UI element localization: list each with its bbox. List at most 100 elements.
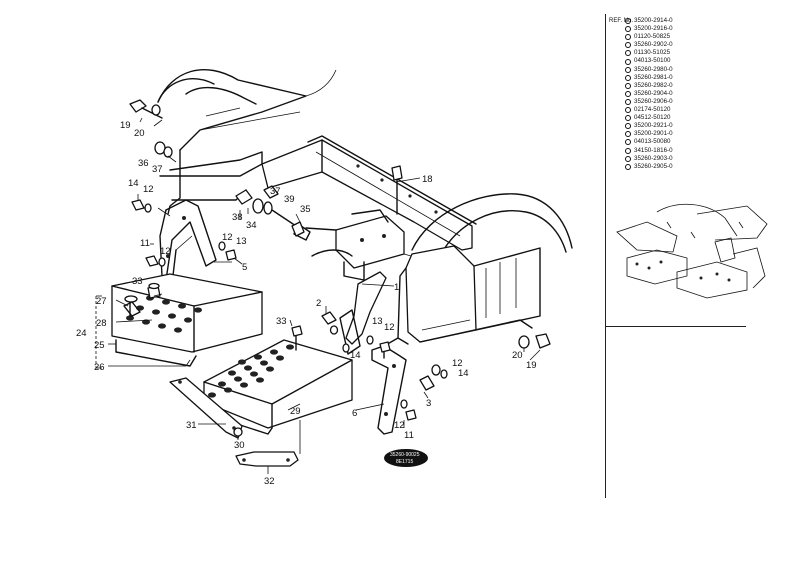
ref-part-item: 02174-50120 — [625, 106, 673, 114]
callout-36: 36 — [138, 158, 149, 169]
callout-33: 33 — [132, 276, 143, 287]
ref-part-number: 35260-2902-0 — [634, 41, 673, 49]
ref-part-item: 04512-50120 — [625, 114, 673, 122]
step-plate-hole — [168, 313, 176, 319]
ref-part-item: 35260-2981-0 — [625, 74, 673, 82]
callout-32: 32 — [264, 476, 275, 487]
ref-part-number: 35200-2916-0 — [634, 25, 673, 33]
ref-part-item: 35200-2916-0 — [625, 25, 673, 33]
ref-part-number: 01130-51025 — [634, 49, 671, 57]
step-plate-hole — [126, 315, 134, 321]
ref-part-number: 04013-50080 — [634, 138, 671, 146]
circle-marker-icon — [625, 115, 631, 122]
callout-20: 20 — [512, 350, 523, 361]
circle-marker-icon — [625, 74, 631, 81]
circle-marker-icon — [625, 131, 631, 138]
circle-marker-icon — [625, 147, 631, 154]
step-plate-hole — [266, 366, 274, 372]
circle-marker-icon — [625, 155, 631, 162]
callout-18: 18 — [422, 174, 433, 185]
callout-12: 12 — [452, 358, 463, 369]
step-plate-hole — [218, 381, 226, 387]
step-plate-hole — [254, 354, 262, 360]
callout-31: 31 — [186, 420, 197, 431]
leader-lines — [95, 117, 541, 474]
step-plate-hole — [224, 387, 232, 393]
callout-37: 37 — [152, 164, 163, 175]
step-plate-hole — [260, 360, 268, 366]
right-fender — [383, 193, 573, 359]
ref-part-item: 35260-2905-0 — [625, 163, 673, 171]
ref-part-item: 35260-2904-0 — [625, 90, 673, 98]
ref-part-item: 01120-50825 — [625, 33, 673, 41]
ref-part-item: 35260-2980-0 — [625, 66, 673, 74]
step-plate-hole — [152, 309, 160, 315]
ref-part-number: 35200-2914-0 — [634, 17, 673, 24]
step-plate-hole — [270, 349, 278, 355]
circle-marker-icon — [625, 90, 631, 97]
ref-part-number: 04013-50100 — [634, 57, 671, 65]
callout-26: 26 — [94, 362, 105, 373]
circle-marker-icon — [625, 50, 631, 57]
ref-part-item: 35200-2914-0 — [625, 17, 673, 25]
circle-marker-icon — [625, 66, 631, 73]
circle-marker-icon — [625, 82, 631, 89]
circle-marker-icon — [625, 18, 631, 25]
callout-35: 35 — [300, 204, 311, 215]
callout-14: 14 — [128, 178, 139, 189]
ref-part-item: 34150-1816-0 — [625, 147, 673, 155]
callout-11: 11 — [140, 238, 150, 249]
circle-marker-icon — [625, 58, 631, 65]
ref-part-number: 35260-2904-0 — [634, 89, 673, 97]
callout-25: 25 — [94, 340, 105, 351]
callout-38: 38 — [232, 212, 243, 223]
step-plate-hole — [234, 376, 242, 382]
callout-3: 3 — [426, 398, 431, 409]
ref-part-item: 01130-51025 — [625, 49, 673, 57]
step-plate-hole — [276, 355, 284, 361]
ref-part-number: 01120-50825 — [634, 33, 671, 41]
left-step-plate — [111, 273, 263, 367]
callout-12: 12 — [394, 420, 405, 431]
ref-part-item: 04013-50080 — [625, 138, 673, 146]
callout-19: 19 — [526, 360, 537, 371]
circle-marker-icon — [625, 42, 631, 49]
callout-39: 39 — [284, 194, 295, 205]
callout-12: 12 — [384, 322, 395, 333]
step-plate-hole — [158, 323, 166, 329]
step-plate-hole — [174, 327, 182, 333]
step-plate-hole — [240, 382, 248, 388]
ref-part-item: 35260-2906-0 — [625, 98, 673, 106]
panel-divider-vertical — [605, 14, 606, 498]
step-plate-hole — [238, 359, 246, 365]
callout-6: 6 — [352, 408, 357, 419]
exploded-parts-diagram: 1 2 3 5 6 11 11 12 12 12 12 12 12 13 13 … — [76, 68, 573, 487]
callout-14: 14 — [350, 350, 361, 361]
callout-34: 34 — [246, 220, 257, 231]
ref-part-number: 35260-2906-0 — [634, 97, 673, 105]
callout-1: 1 — [394, 282, 399, 293]
callout-29: 29 — [290, 406, 301, 417]
ref-part-number: 35260-2905-0 — [634, 162, 673, 170]
circle-marker-icon — [625, 98, 631, 105]
step-plate-hole — [256, 377, 264, 383]
step-plate-hole — [194, 307, 202, 313]
step-plate-hole — [244, 365, 252, 371]
callout-labels: 1 2 3 5 6 11 11 12 12 12 12 12 12 13 13 … — [76, 120, 537, 487]
circle-marker-icon — [625, 163, 631, 170]
circle-marker-icon — [625, 26, 631, 33]
stamp-line-1: 35260-90025 — [390, 452, 420, 458]
callout-12: 12 — [222, 232, 233, 243]
ref-part-item: 35260-2982-0 — [625, 82, 673, 90]
ref-part-number: 34150-1816-0 — [634, 146, 673, 154]
cross-beam — [261, 135, 477, 251]
circle-marker-icon — [625, 139, 631, 146]
callout-11: 11 — [404, 430, 414, 441]
ref-part-number: 35200-2901-0 — [634, 130, 673, 138]
ref-part-number: 35260-2980-0 — [634, 65, 673, 73]
ref-part-number: 35260-2982-0 — [634, 81, 673, 89]
fasteners — [129, 99, 551, 437]
step-plate-hole — [250, 371, 258, 377]
right-bracket — [371, 345, 407, 435]
